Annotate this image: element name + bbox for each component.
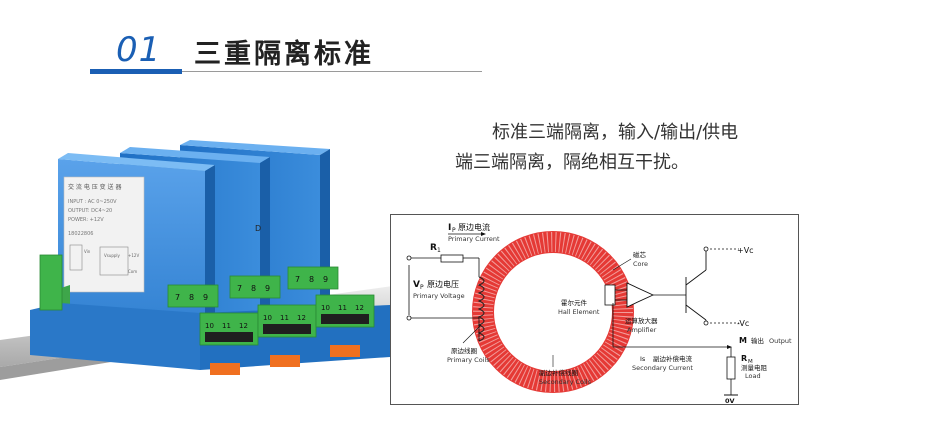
m-label: M	[739, 336, 747, 345]
m-cn: 输出	[751, 336, 764, 345]
pin-label-plus: +12V	[128, 253, 139, 258]
zero-v-label: 0V	[725, 397, 735, 405]
terminal-dot	[703, 246, 709, 252]
title-accent-bar	[90, 69, 182, 74]
release-clip-2	[270, 355, 300, 367]
hall-cn: 霍尔元件	[561, 298, 588, 307]
terminal-dot	[406, 255, 412, 261]
product-illustration: D 交 流 电 压 变 送 器 INPUT : AC 0~250V OUTPUT…	[0, 140, 400, 380]
module-label-line-3: OUTPUT: DC4~20	[68, 208, 112, 214]
amp-en: Amplifier	[627, 326, 657, 334]
amplifier-symbol	[626, 282, 655, 308]
module-label-line-1: 交 流 电 压 变 送 器	[68, 183, 121, 191]
description-line-1: 标准三端隔离，输入/输出/供电	[492, 122, 739, 143]
vp-cn: 原边电压	[427, 279, 459, 289]
terminal-number: 8	[189, 293, 194, 302]
terminal-number: 9	[323, 275, 328, 284]
terminal-block-side	[39, 254, 63, 311]
core-cn: 磁芯	[633, 250, 647, 259]
r1-resistor	[440, 254, 464, 263]
ip-en: Primary Current	[448, 235, 500, 243]
section-title: 三重隔离标准	[194, 39, 374, 70]
pin-label-vsupply: Vsupply	[104, 253, 121, 258]
output-transistors	[685, 249, 707, 323]
terminal-number: 7	[175, 293, 180, 302]
rm-cn: 测量电阻	[741, 363, 768, 372]
ip-cn: 原边电流	[458, 222, 490, 232]
secondary-coils-cn: 副边补偿线圈	[539, 368, 578, 377]
terminal-number: 12	[297, 314, 306, 322]
description: 标准三端隔离，输入/输出/供电 端三端隔离，隔绝相互干扰。	[455, 118, 805, 178]
release-clip-1	[210, 363, 240, 375]
hall-element-symbol	[604, 284, 616, 306]
core-ring	[472, 231, 634, 393]
terminal-number: 10	[205, 322, 214, 330]
terminal-number: 10	[263, 314, 272, 322]
release-clip-3	[330, 345, 360, 357]
terminal-number: 10	[321, 304, 330, 312]
terminal-number: 12	[239, 322, 248, 330]
terminal-block-bottom-1: 10 11 12	[199, 312, 259, 346]
rm-en: Load	[745, 372, 761, 380]
hall-sensor-circuit-diagram: I P 原边电流 Primary Current R 1 V P 原边电压 Pr…	[390, 214, 799, 405]
primary-coils-cn: 原边线圈	[451, 346, 477, 355]
m-en: Output	[769, 337, 792, 345]
circuit-svg: I P 原边电流 Primary Current R 1 V P 原边电压 Pr…	[406, 222, 792, 405]
terminal-number: 7	[295, 275, 300, 284]
vp-label: V	[413, 280, 420, 290]
rm-sub: M	[748, 359, 753, 365]
product-photo: D 交 流 电 压 变 送 器 INPUT : AC 0~250V OUTPUT…	[0, 135, 400, 405]
ip-arrowhead	[481, 232, 486, 236]
terminal-number: 11	[222, 322, 231, 330]
hall-en: Hall Element	[558, 308, 600, 316]
load-resistor	[726, 356, 736, 380]
terminal-number: 7	[237, 284, 242, 293]
vp-en: Primary Voltage	[413, 292, 465, 300]
module-serial: 18022806	[68, 231, 93, 237]
pin-label-com: Com	[128, 269, 137, 274]
vc-plus-label: +Vc	[737, 246, 754, 255]
rm-label: R	[741, 354, 747, 363]
description-line-2: 端三端隔离，隔绝相互干扰。	[455, 152, 689, 173]
terminal-number: 11	[338, 304, 347, 312]
module-label-line-4: POWER: +12V	[68, 217, 104, 223]
is-label: Is	[640, 355, 646, 363]
ip-label: I	[448, 223, 451, 233]
vc-minus-label: -Vc	[737, 319, 749, 328]
terminal-block-top-2: 7 8 9	[229, 275, 281, 299]
terminal-block-top-3: 7 8 9	[287, 266, 339, 290]
section-number: 01	[116, 30, 162, 70]
terminal-number: 11	[280, 314, 289, 322]
r1-label: R	[430, 243, 437, 253]
title-divider-line	[182, 71, 482, 72]
terminal-number: 8	[309, 275, 314, 284]
is-en: Secondary Current	[632, 364, 693, 372]
amp-cn: 运算放大器	[625, 316, 658, 325]
terminal-block-top-1: 7 8 9	[167, 284, 219, 308]
terminal-number: 12	[355, 304, 364, 312]
pin-label-vin: Vin	[84, 249, 91, 254]
ip-sub: P	[452, 227, 456, 234]
terminal-dot	[703, 320, 709, 326]
vp-sub: P	[420, 284, 424, 291]
terminal-number: 9	[203, 293, 208, 302]
primary-coils-en: Primary Coils	[447, 356, 490, 364]
terminal-block-bottom-2: 10 11 12	[257, 304, 317, 338]
terminal-block-bottom-3: 10 11 12	[315, 294, 375, 328]
is-cn: 副边补偿电流	[653, 354, 693, 363]
secondary-coils-en: Secondary Coils	[539, 378, 592, 386]
core-en: Core	[633, 260, 648, 268]
svg-text:D: D	[255, 224, 261, 233]
terminal-number: 8	[251, 284, 256, 293]
terminal-number: 9	[265, 284, 270, 293]
r1-sub: 1	[437, 247, 441, 254]
terminal-dot	[406, 315, 412, 321]
module-label-line-2: INPUT : AC 0~250V	[68, 199, 117, 205]
primary-coil	[477, 276, 485, 342]
